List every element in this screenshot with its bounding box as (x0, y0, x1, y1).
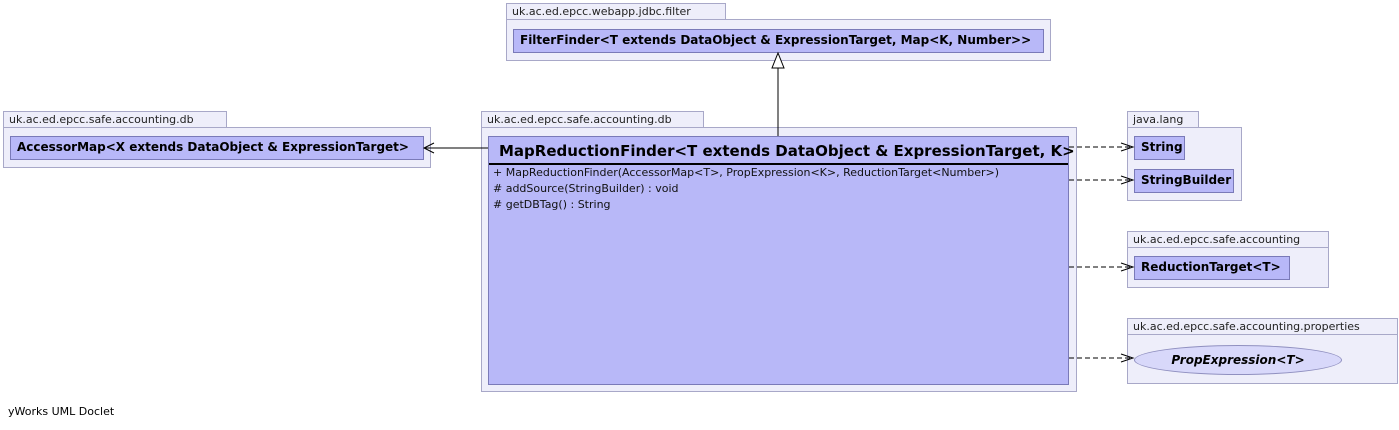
class-reductiontarget[interactable]: ReductionTarget<T> (1134, 256, 1290, 280)
class-filterfinder[interactable]: FilterFinder<T extends DataObject & Expr… (513, 29, 1044, 53)
dependency-arrows (1069, 146, 1133, 359)
operation: # getDBTag() : String (493, 198, 611, 211)
operation: # addSource(StringBuilder) : void (493, 182, 679, 195)
footer-label: yWorks UML Doclet (8, 405, 115, 418)
divider (489, 163, 1068, 165)
interface-propexpression[interactable]: PropExpression<T> (1134, 345, 1342, 375)
class-mapreductionfinder[interactable]: MapReductionFinder<T extends DataObject … (488, 136, 1075, 385)
operation: + MapReductionFinder(AccessorMap<T>, Pro… (493, 166, 1000, 179)
association-arrow (422, 142, 488, 154)
class-accessormap[interactable]: AccessorMap<X extends DataObject & Expre… (10, 136, 424, 160)
class-stringbuilder[interactable]: StringBuilder (1134, 169, 1234, 193)
package-label-java-lang: java.lang (1127, 111, 1199, 128)
generalization-arrow (771, 51, 785, 136)
class-title: MapReductionFinder<T extends DataObject … (499, 142, 1075, 160)
class-string[interactable]: String (1134, 136, 1185, 160)
